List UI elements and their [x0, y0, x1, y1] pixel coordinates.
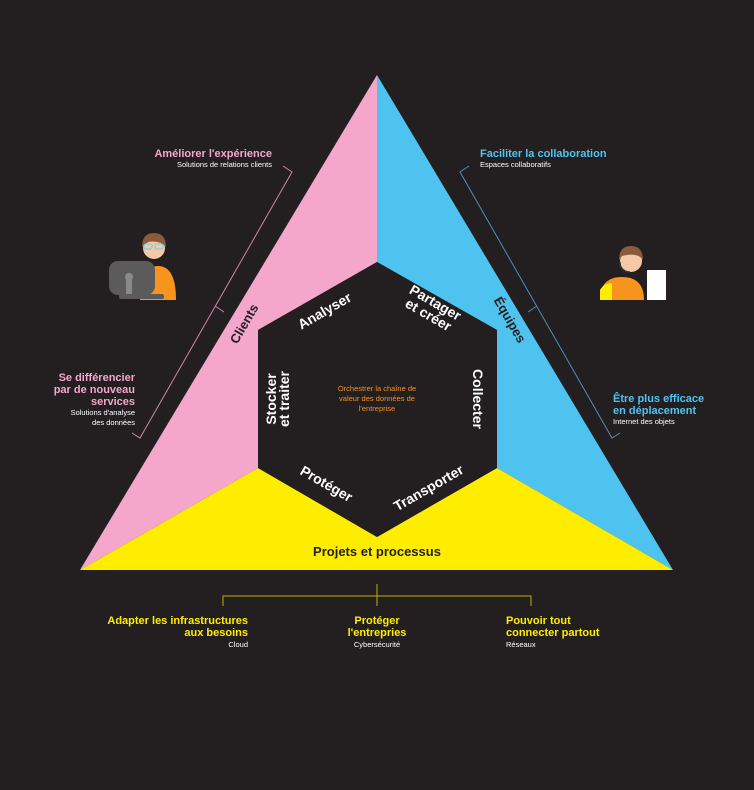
equipes-bracket [459, 165, 621, 439]
hexagon-center-text: Orchestrer la chaîne de valeur des donné… [338, 384, 416, 413]
callout-sub: Espaces collaboratifs [480, 160, 551, 169]
callout-title: services [91, 396, 135, 408]
clients-bracket-tick [214, 305, 225, 313]
callout-title: connecter partout [506, 627, 600, 639]
callout-pouvoir: Pouvoir tout connecter partout Réseaux [506, 615, 600, 649]
callout-title: aux besoins [184, 627, 248, 639]
callout-title: Pouvoir tout [506, 615, 571, 627]
callout-adapter: Adapter les infrastructures aux besoins … [107, 615, 248, 649]
callout-efficace: Être plus efficace en déplacement Intern… [613, 392, 704, 426]
stocker-label: Stocker et traiter [263, 370, 292, 427]
center-line-2: valeur des données de [339, 394, 415, 403]
callout-title: Adapter les infrastructures [107, 615, 248, 627]
callout-sub: des données [92, 418, 135, 427]
projets-section [80, 468, 673, 570]
callout-sub: Solutions d'analyse [71, 408, 135, 417]
callout-sub: Cybersécurité [354, 640, 400, 649]
central-hexagon [258, 262, 497, 537]
callout-differencier: Se différencier par de nouveau services … [54, 372, 136, 427]
callout-sub: Réseaux [506, 640, 536, 649]
callout-title: Faciliter la collaboration [480, 148, 607, 160]
person-computer-icon [109, 233, 176, 300]
callout-title: Améliorer l'expérience [154, 148, 272, 160]
callout-sub: Cloud [228, 640, 248, 649]
collecter-label: Collecter [470, 369, 486, 429]
callout-sub: Internet des objets [613, 417, 675, 426]
callout-faciliter: Faciliter la collaboration Espaces colla… [480, 148, 607, 169]
clients-section [80, 75, 377, 570]
equipes-bracket-tick [527, 305, 538, 313]
callout-proteger: Protéger l'entrepries Cybersécurité [348, 615, 407, 649]
projets-label: Projets et processus [313, 544, 441, 559]
callout-ameliorer: Améliorer l'expérience Solutions de rela… [154, 148, 272, 169]
callout-title: Se différencier [59, 372, 136, 384]
callout-sub: Solutions de relations clients [177, 160, 272, 169]
callout-title: Être plus efficace [613, 392, 704, 405]
clients-bracket [131, 165, 293, 439]
callout-title: Protéger [354, 615, 400, 627]
callout-title: l'entrepries [348, 627, 407, 639]
center-line-3: l'entreprise [359, 404, 395, 413]
person-headset-icon [600, 246, 666, 300]
callout-title: par de nouveau [54, 384, 135, 396]
callout-title: en déplacement [613, 405, 696, 417]
equipes-section [377, 75, 673, 570]
center-line-1: Orchestrer la chaîne de [338, 384, 416, 393]
stocker-line-2: et traiter [276, 370, 292, 427]
stocker-line-1: Stocker [263, 373, 279, 425]
